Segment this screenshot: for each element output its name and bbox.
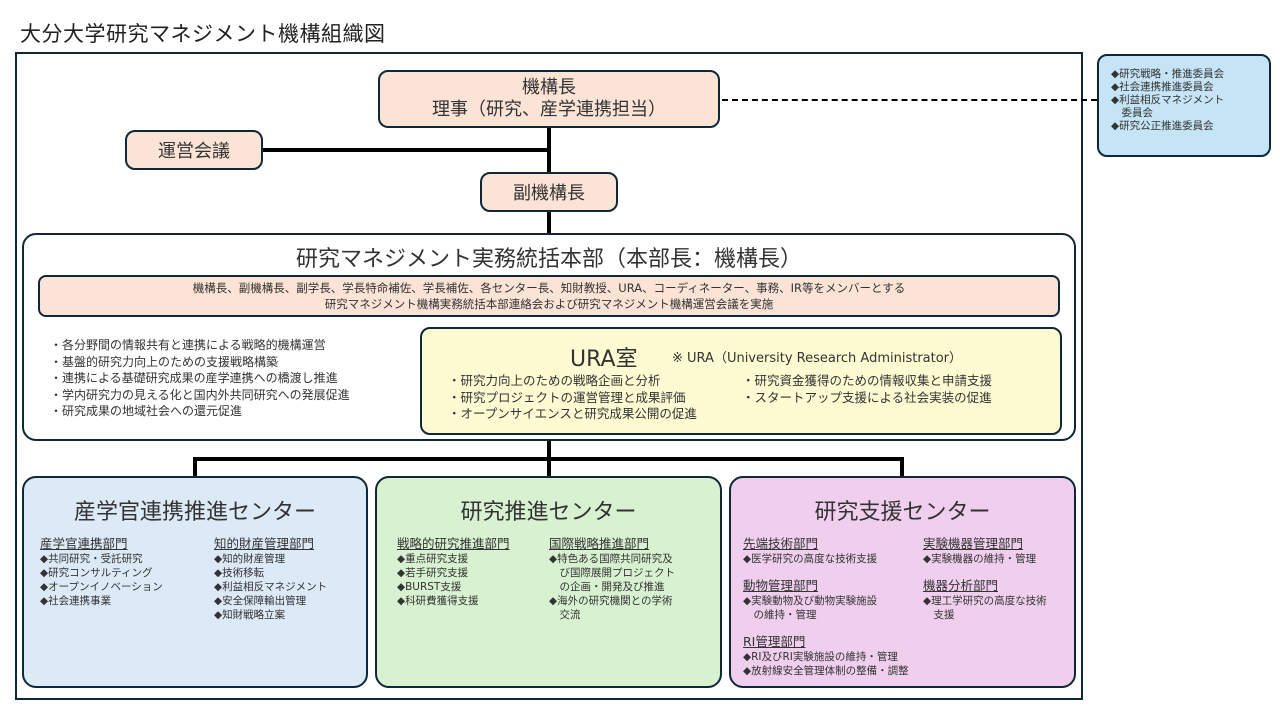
dept-item: ◆知的財産管理 <box>214 553 286 565</box>
committee-item: ◆研究戦略・推進委員会 <box>1111 68 1225 80</box>
dept-block: 戦略的研究推進部門 ◆重点研究支援 ◆若手研究支援 ◆BURST支援 ◆科研費獲… <box>397 536 510 608</box>
dept-item: 交流 <box>549 609 581 621</box>
ura-box: URA室 ※ URA（University Research Administr… <box>420 327 1062 435</box>
dept-item: ◆特色ある国際共同研究及 <box>549 553 673 565</box>
hq-function-item: ・基盤的研究力向上のための支援戦略構築 <box>50 354 279 369</box>
ura-item: ・研究プロジェクトの運営管理と成果評価 <box>448 389 686 405</box>
connector-horizontal <box>193 457 904 461</box>
center-title: 研究推進センター <box>460 500 637 525</box>
center-industry-academia: 産学官連携推進センター 産学官連携部門 ◆共同研究・受託研究 ◆研究コンサルティ… <box>22 476 368 688</box>
dept-item: ◆放射線安全管理体制の整備・調整 <box>743 665 909 677</box>
dept-block: RI管理部門 ◆RI及びRI実験施設の維持・管理 ◆放射線安全管理体制の整備・調… <box>743 634 909 678</box>
dept-block: 先端技術部門 ◆医学研究の高度な技術支援 <box>743 536 877 566</box>
head-title: 機構長 <box>522 77 576 98</box>
dept-item: ◆安全保障輸出管理 <box>214 595 307 607</box>
dept-heading: 機器分析部門 <box>923 578 999 593</box>
dept-item: ◆BURST支援 <box>397 581 462 593</box>
connector-right-center <box>900 457 904 476</box>
ura-note: ※ URA（University Research Administrator） <box>672 351 963 366</box>
connector-committees-dashed <box>722 99 1097 101</box>
ura-item: ・研究資金獲得のための情報収集と申請支援 <box>742 373 993 388</box>
dept-block: 実験機器管理部門 ◆実験機器の維持・管理 <box>923 536 1036 566</box>
connector-left-center <box>193 457 197 476</box>
dept-item: ◆研究コンサルティング <box>40 567 153 579</box>
dept-heading: 知的財産管理部門 <box>214 536 315 551</box>
dept-item: び国際展開プロジェクト <box>549 567 675 579</box>
dept-item: ◆実験動物及び動物実験施設 <box>743 595 878 607</box>
ura-list-left: ・研究力向上のための戦略企画と分析 ・研究プロジェクトの運営管理と成果評価 ・オ… <box>448 373 697 423</box>
dept-heading: 先端技術部門 <box>743 536 819 551</box>
hq-title: 研究マネジメント実務統括本部（本部長：機構長） <box>295 247 802 272</box>
dept-item: ◆重点研究支援 <box>397 553 469 565</box>
ura-title: URA室 <box>570 347 638 372</box>
ura-list-right: ・研究資金獲得のための情報収集と申請支援 ・スタートアップ支援による社会実装の促… <box>742 373 992 406</box>
vice-head-box: 副機構長 <box>480 172 618 212</box>
dept-heading: 実験機器管理部門 <box>923 536 1024 551</box>
page-title: 大分大学研究マネジメント機構組織図 <box>20 22 386 46</box>
dept-item: 支援 <box>923 609 955 621</box>
dept-item: ◆知財戦略立案 <box>214 609 286 621</box>
dept-item: ◆実験機器の維持・管理 <box>923 553 1037 565</box>
ura-item: ・研究力向上のための戦略企画と分析 <box>448 373 661 388</box>
hq-members-line: 研究マネジメント機構実務統括本部連絡会および研究マネジメント機構運営会議を実施 <box>324 297 774 311</box>
dept-heading: 産学官連携部門 <box>40 536 128 551</box>
head-subtitle: 理事（研究、産学連携担当） <box>432 99 666 120</box>
hq-function-item: ・研究成果の地域社会への還元促進 <box>50 404 243 418</box>
ura-item: ・スタートアップ支援による社会実装の促進 <box>742 389 992 405</box>
dept-block: 国際戦略推進部門 ◆特色ある国際共同研究及 び国際展開プロジェクト の企画・開発… <box>549 536 675 622</box>
vice-head-label: 副機構長 <box>513 183 585 204</box>
dept-item: ◆利益相反マネジメント <box>214 581 328 593</box>
hq-members-box: 機構長、副機構長、副学長、学長特命補佐、学長補佐、各センター長、知財教授、URA… <box>38 275 1060 317</box>
center-research-support: 研究支援センター 先端技術部門 ◆医学研究の高度な技術支援 実験機器管理部門 ◆… <box>729 476 1076 688</box>
head-box: 機構長 理事（研究、産学連携担当） <box>378 70 720 128</box>
dept-item: ◆若手研究支援 <box>397 567 469 579</box>
committee-item: ◆研究公正推進委員会 <box>1111 120 1214 132</box>
hq-functions-list: ・各分野間の情報共有と連携による戦略的機構運営 ・基盤的研究力向上のための支援戦… <box>50 337 350 420</box>
dept-block: 知的財産管理部門 ◆知的財産管理 ◆技術移転 ◆利益相反マネジメント ◆安全保障… <box>214 536 327 622</box>
committee-item: ◆利益相反マネジメント <box>1111 94 1225 106</box>
committees-box: ◆研究戦略・推進委員会 ◆社会連携推進委員会 ◆利益相反マネジメント 委員会 ◆… <box>1097 54 1271 157</box>
dept-item: ◆社会連携事業 <box>40 595 112 607</box>
dept-item: ◆オープンイノベーション <box>40 581 163 593</box>
dept-block: 機器分析部門 ◆理工学研究の高度な技術 支援 <box>923 578 1047 622</box>
dept-heading: 戦略的研究推進部門 <box>397 536 510 551</box>
dept-item: ◆技術移転 <box>214 567 265 579</box>
dept-block: 産学官連携部門 ◆共同研究・受託研究 ◆研究コンサルティング ◆オープンイノベー… <box>40 536 163 608</box>
dept-heading: 国際戦略推進部門 <box>549 536 650 551</box>
hq-members-line: 機構長、副機構長、副学長、学長特命補佐、学長補佐、各センター長、知財教授、URA… <box>192 281 906 295</box>
connector-head-to-vice <box>547 128 551 172</box>
hq-box: 研究マネジメント実務統括本部（本部長：機構長） 機構長、副機構長、副学長、学長特… <box>22 233 1076 441</box>
hq-function-item: ・各分野間の情報共有と連携による戦略的機構運営 <box>50 338 326 352</box>
dept-item: の維持・管理 <box>743 609 817 621</box>
dept-block: 動物管理部門 ◆実験動物及び動物実験施設 の維持・管理 <box>743 578 877 622</box>
dept-item: ◆共同研究・受託研究 <box>40 553 143 565</box>
dept-item: ◆海外の研究機関との学術 <box>549 595 673 607</box>
connector-council <box>263 148 549 152</box>
center-research-promotion: 研究推進センター 戦略的研究推進部門 ◆重点研究支援 ◆若手研究支援 ◆BURS… <box>375 476 722 688</box>
council-box: 運営会議 <box>125 130 263 170</box>
hq-function-item: ・学内研究力の見える化と国内外共同研究への発展促進 <box>50 387 350 402</box>
connector-vice-to-hq <box>547 212 551 233</box>
center-title: 産学官連携推進センター <box>73 500 316 525</box>
org-frame <box>15 52 1083 700</box>
dept-item: ◆医学研究の高度な技術支援 <box>743 553 878 565</box>
hq-function-item: ・連携による基礎研究成果の産学連携への橋渡し推進 <box>50 371 338 385</box>
dept-heading: 動物管理部門 <box>743 578 819 593</box>
dept-item: の企画・開発及び推進 <box>549 581 665 593</box>
dept-item: ◆理工学研究の高度な技術 <box>923 595 1047 607</box>
center-title: 研究支援センター <box>814 500 991 525</box>
committee-item: 委員会 <box>1111 107 1153 119</box>
committee-item: ◆社会連携推進委員会 <box>1111 81 1214 93</box>
dept-item: ◆RI及びRI実験施設の維持・管理 <box>743 651 898 663</box>
dept-heading: RI管理部門 <box>743 634 806 649</box>
ura-item: ・オープンサイエンスと研究成果公開の促進 <box>448 406 697 421</box>
dept-item: ◆科研費獲得支援 <box>397 595 479 607</box>
council-label: 運営会議 <box>158 141 230 162</box>
